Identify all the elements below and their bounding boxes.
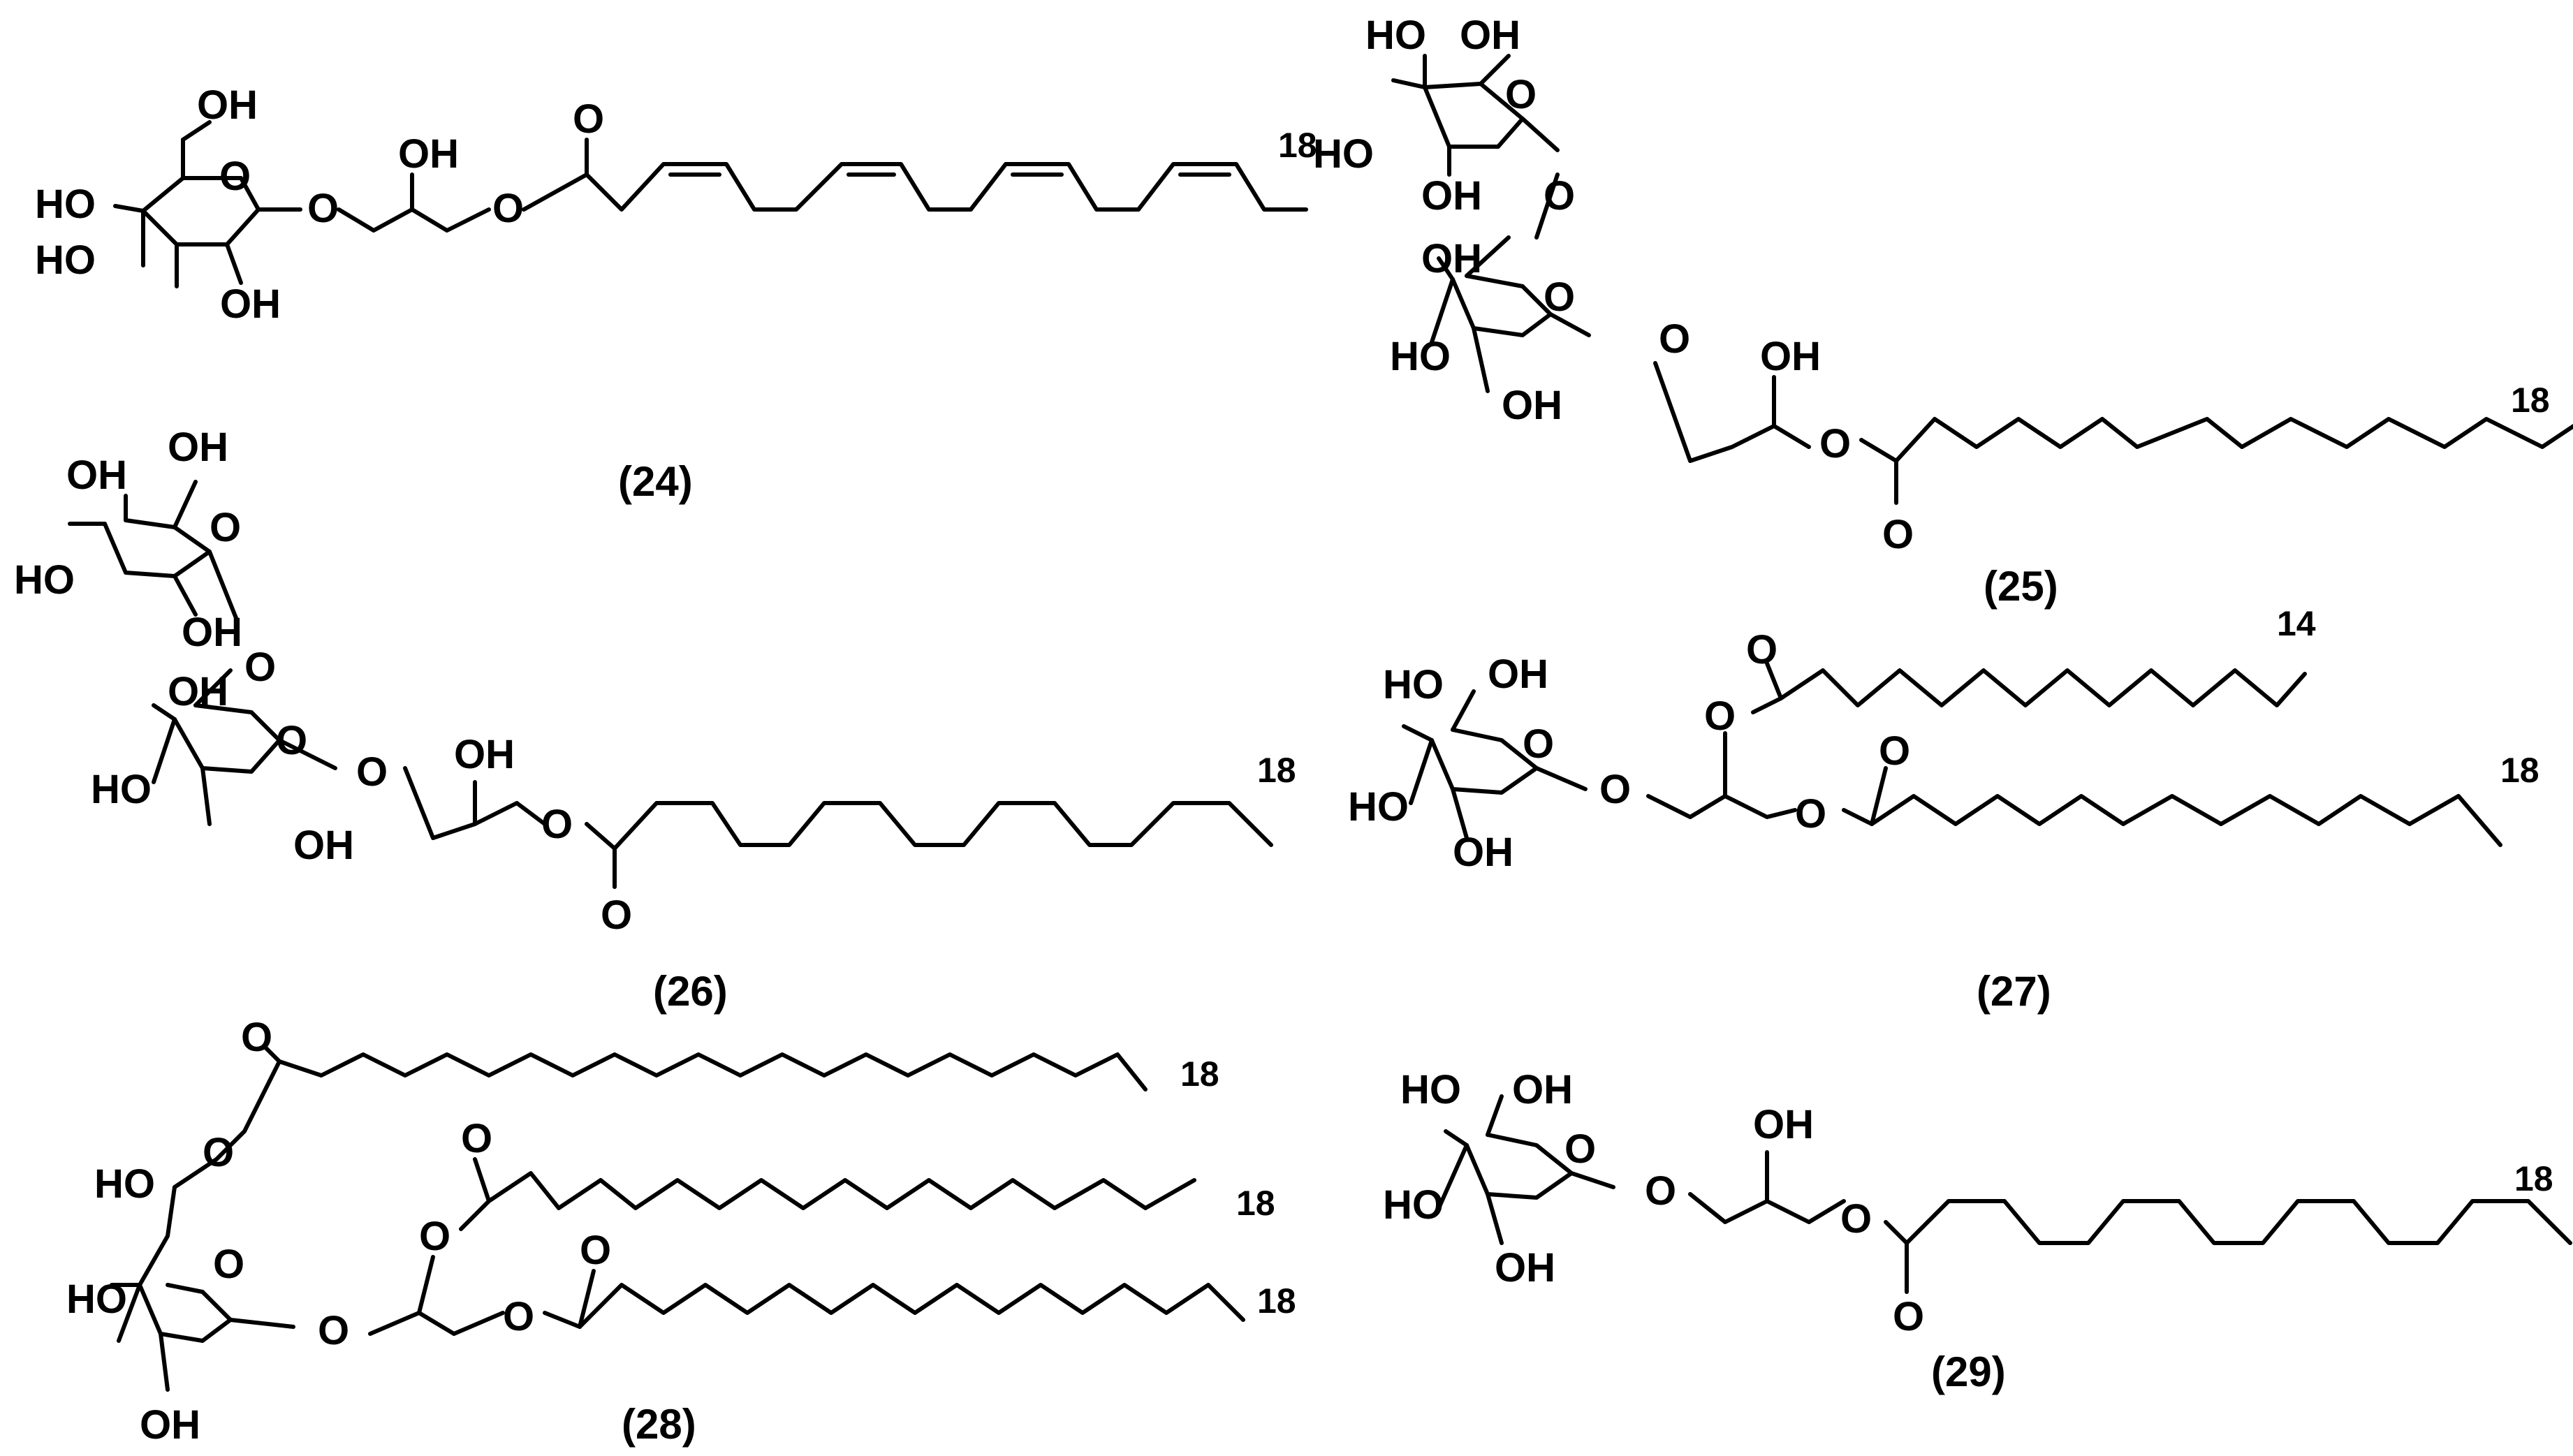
compound-27: HO OH O HO OH O O O O O 14 18 (27): [1348, 604, 2539, 1015]
chain-end-number: 18: [2514, 1159, 2553, 1198]
hydroxyl-label: HO: [35, 182, 96, 227]
ring-oxygen-label: O: [210, 505, 241, 550]
hydroxyl-label: HO: [14, 557, 75, 603]
hydroxyl-label: OH: [197, 82, 258, 128]
carbonyl-oxygen-label: O: [1882, 512, 1914, 557]
hydroxyl-label: OH: [168, 669, 228, 714]
hydroxyl-label: HO: [1365, 13, 1426, 58]
hydroxyl-label: OH: [1760, 334, 1821, 379]
glycosidic-oxygen-label: O: [1599, 767, 1631, 812]
ester-oxygen-label: O: [1840, 1196, 1872, 1242]
hydroxyl-label: OH: [1753, 1102, 1814, 1147]
chain-end-number: 18: [1236, 1184, 1275, 1223]
ester-oxygen-label: O: [1819, 421, 1851, 466]
hydroxyl-label: HO: [1348, 784, 1409, 830]
compound-caption: (26): [653, 968, 728, 1015]
hydroxyl-label: OH: [1502, 383, 1562, 428]
ester-oxygen-label: O: [1704, 693, 1736, 739]
hydroxyl-label: HO: [1400, 1067, 1461, 1112]
hydroxyl-label: HO: [1313, 131, 1374, 177]
ester-oxygen-label: O: [503, 1294, 534, 1339]
chain-end-number: 14: [2277, 604, 2316, 643]
hydroxyl-label: OH: [220, 281, 281, 327]
hydroxyl-label: HO: [35, 237, 96, 283]
chain-end-number: 18: [1278, 126, 1317, 165]
glycosidic-oxygen-label: O: [1659, 316, 1690, 362]
hydroxyl-label: OH: [140, 1402, 200, 1448]
compound-caption: (24): [618, 458, 693, 505]
carbonyl-oxygen-label: O: [1893, 1294, 1924, 1339]
hydroxyl-label: HO: [66, 1277, 127, 1322]
ring-oxygen-label: O: [276, 718, 307, 763]
carbonyl-oxygen-label: O: [1746, 627, 1777, 672]
ring-oxygen-label: O: [1523, 721, 1554, 767]
compound-caption: (25): [1984, 563, 2058, 610]
compound-28: O O HO O HO OH O O O O O 18 18 18 (28): [66, 1015, 1296, 1448]
hydroxyl-label: OH: [1512, 1067, 1573, 1112]
link-oxygen-label: O: [244, 645, 276, 690]
compound-caption: (27): [1977, 968, 2051, 1015]
glycosidic-oxygen-label: O: [318, 1308, 349, 1353]
chain-end-number: 18: [2500, 751, 2539, 790]
compound-24: HO HO OH O OH O OH O O 18 (24): [35, 82, 1317, 505]
glycosidic-oxygen-label: O: [1645, 1168, 1676, 1214]
hydroxyl-label: OH: [1488, 652, 1548, 697]
ring-oxygen-label: O: [1505, 72, 1537, 117]
hydroxyl-label: OH: [1421, 173, 1482, 219]
hydroxyl-label: OH: [1453, 830, 1513, 875]
compound-29: HO OH O HO OH O OH O O 18 (29): [1383, 1067, 2572, 1395]
ring-oxygen-label: O: [1564, 1126, 1596, 1172]
glycosidic-oxygen-label: O: [356, 749, 388, 795]
ester-oxygen-label: O: [203, 1130, 234, 1175]
ester-oxygen-label: O: [541, 802, 573, 847]
hydroxyl-label: HO: [94, 1161, 155, 1207]
hydroxyl-label: HO: [91, 767, 152, 812]
hydroxyl-label: OH: [168, 425, 228, 470]
ester-oxygen-label: O: [492, 186, 524, 231]
chain-end-number: 18: [1180, 1054, 1219, 1094]
carbonyl-oxygen-label: O: [461, 1116, 492, 1161]
chain-end-number: 18: [1257, 1281, 1296, 1321]
hydroxyl-label: OH: [398, 131, 459, 177]
carbonyl-oxygen-label: O: [580, 1228, 611, 1273]
hydroxyl-label: OH: [293, 823, 354, 868]
chain-end-number: 18: [2511, 381, 2550, 420]
ester-oxygen-label: O: [419, 1214, 450, 1259]
link-oxygen-label: O: [1544, 173, 1575, 219]
compound-caption: (29): [1931, 1348, 2006, 1395]
carbonyl-oxygen-label: O: [1879, 728, 1910, 774]
ring-oxygen-label: O: [1544, 274, 1575, 320]
hydroxyl-label: HO: [1390, 334, 1451, 379]
ester-oxygen-label: O: [1795, 791, 1826, 837]
carbonyl-oxygen-label: O: [573, 96, 604, 142]
glycosidic-oxygen-label: O: [307, 186, 339, 231]
hydroxyl-label: HO: [1383, 662, 1444, 707]
carbonyl-oxygen-label: O: [241, 1015, 272, 1060]
hydroxyl-label: OH: [1495, 1245, 1555, 1290]
compound-26: OH OH O HO OH O OH O HO OH O OH O O 18 (…: [14, 425, 1296, 1015]
compound-25: HO OH O HO OH O OH O HO OH O OH O O 18 (…: [1313, 13, 2573, 610]
ring-oxygen-label: O: [219, 154, 251, 199]
hydroxyl-label: OH: [66, 453, 127, 498]
ring-oxygen-label: O: [213, 1242, 244, 1287]
hydroxyl-label: OH: [1421, 236, 1482, 281]
hydroxyl-label: OH: [454, 732, 515, 777]
chain-end-number: 18: [1257, 751, 1296, 790]
hydroxyl-label: OH: [1460, 13, 1520, 58]
carbonyl-oxygen-label: O: [601, 892, 632, 938]
hydroxyl-label: HO: [1383, 1182, 1444, 1228]
compound-caption: (28): [622, 1401, 696, 1448]
hydroxyl-label: OH: [182, 610, 242, 655]
